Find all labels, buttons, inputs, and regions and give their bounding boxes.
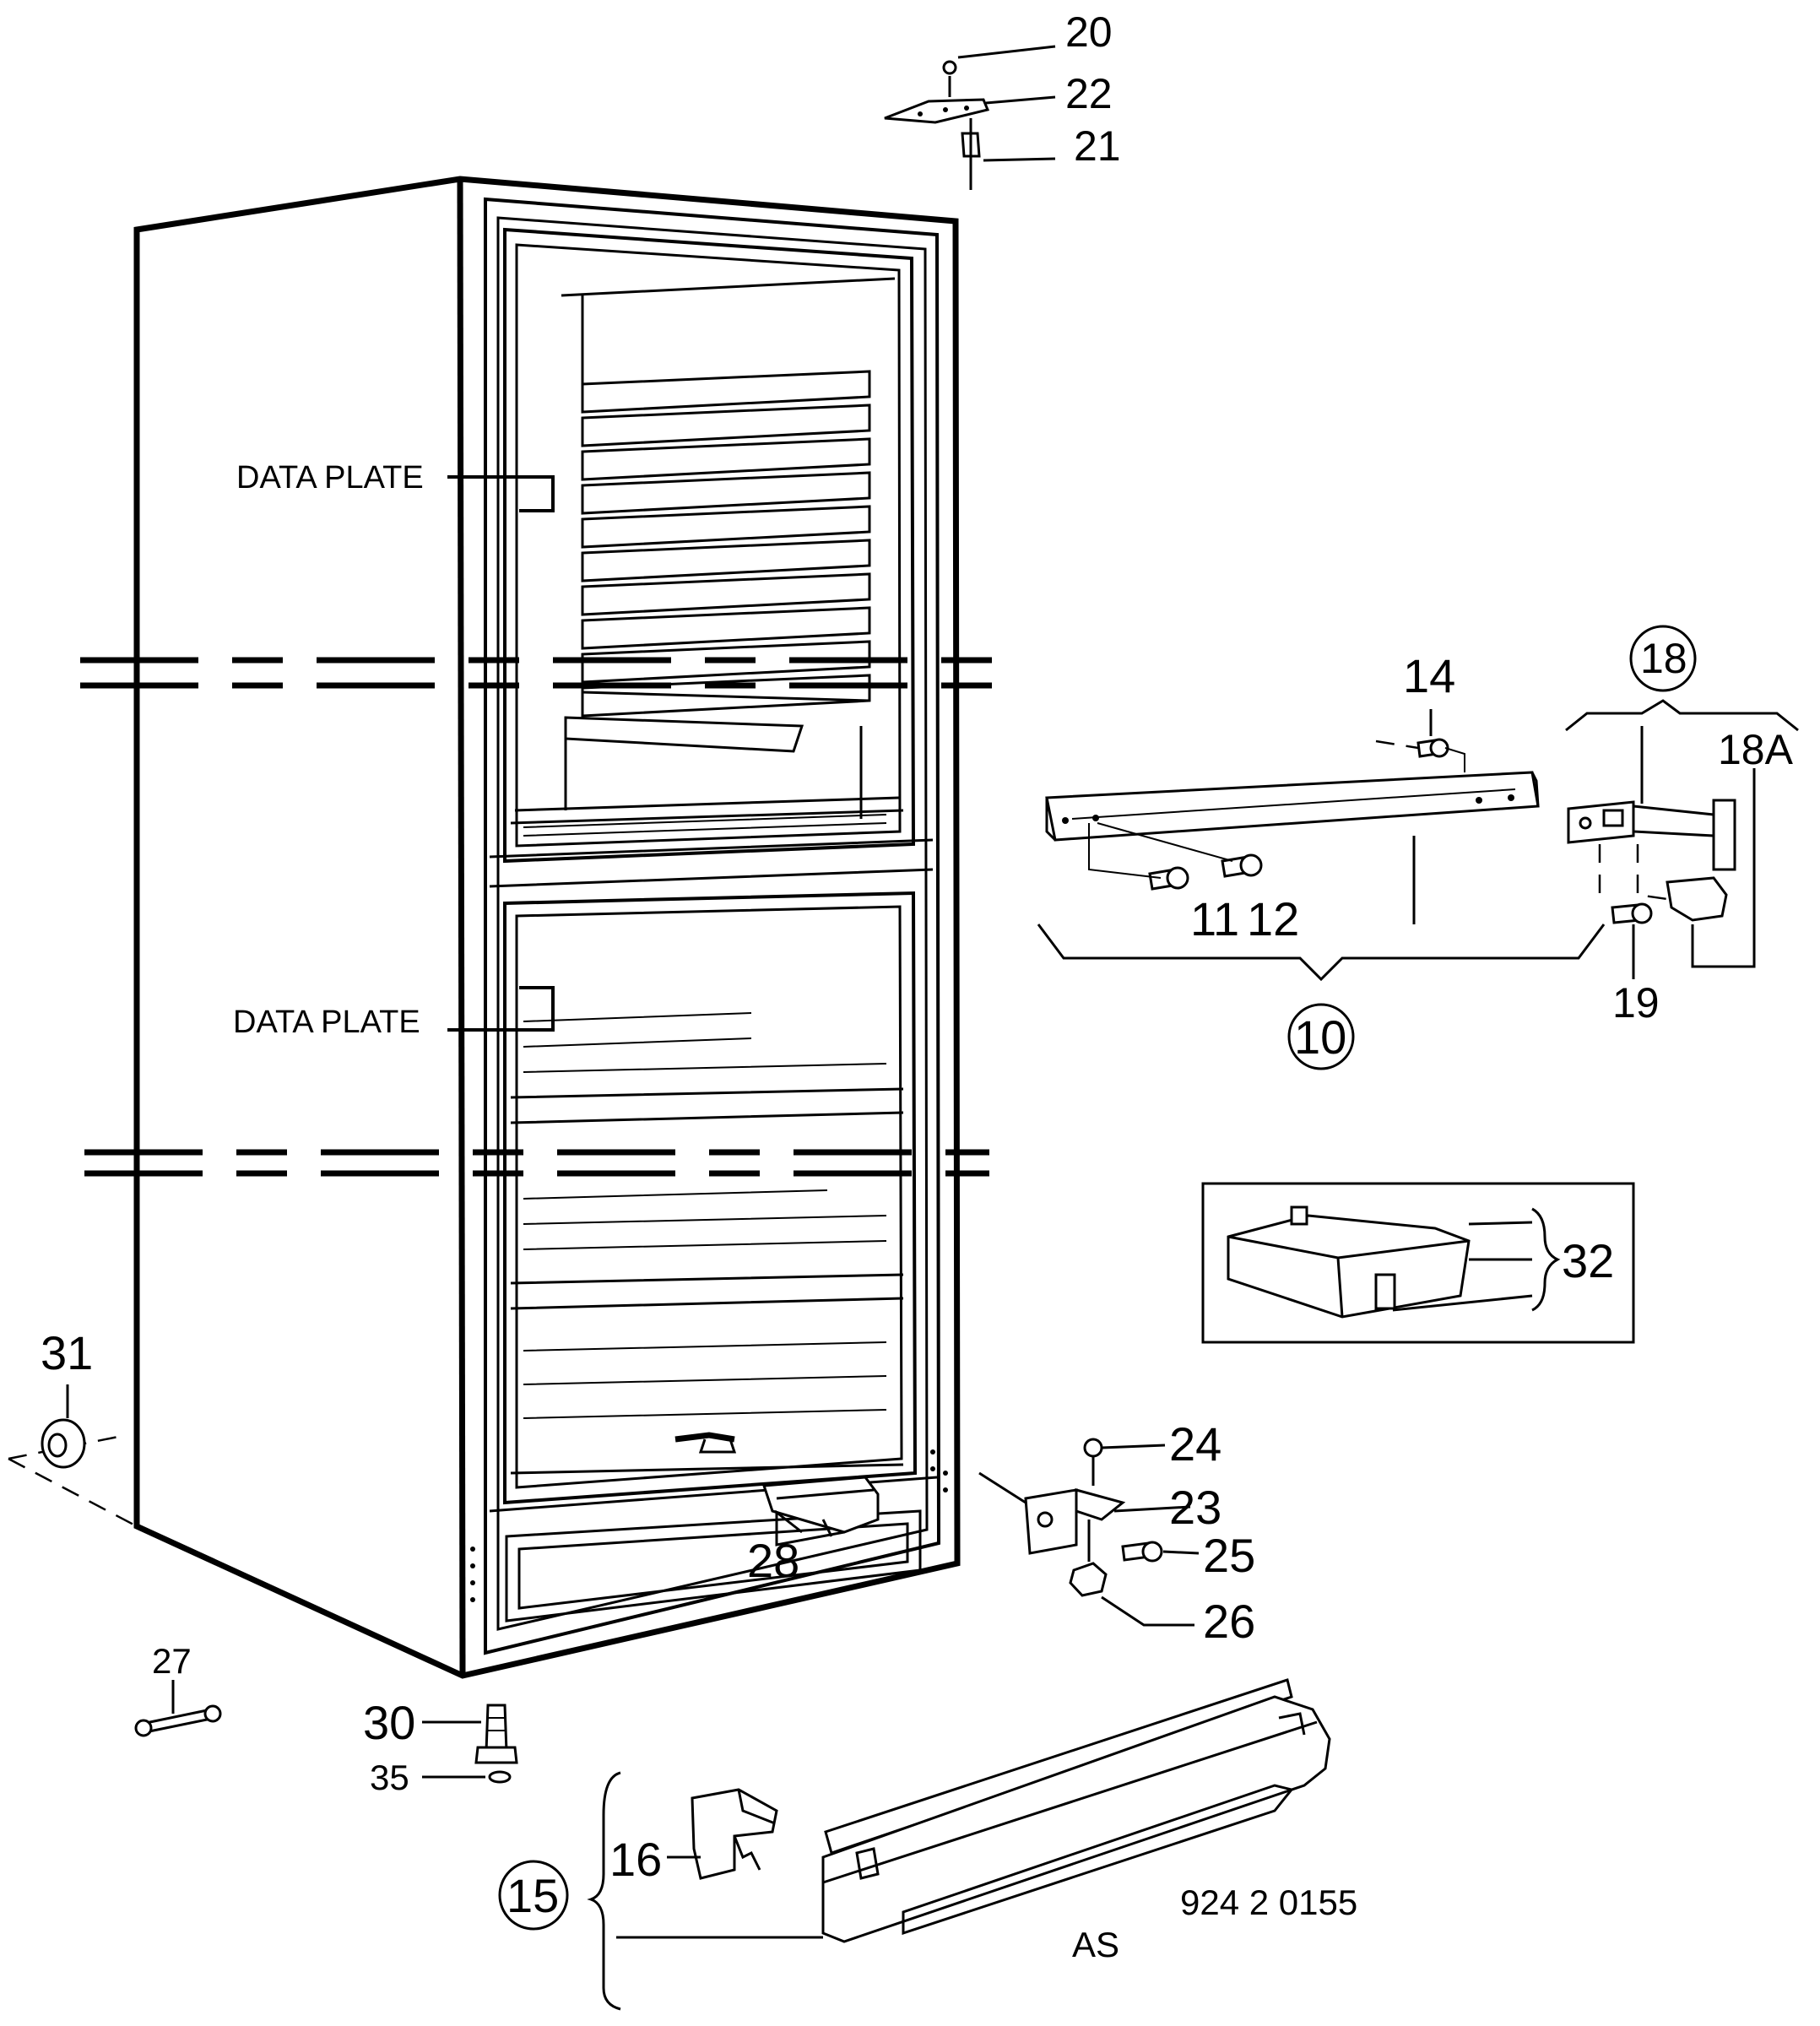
part-label-18: 18 [1640,635,1687,682]
part-label-26: 26 [1203,1595,1255,1648]
circle-15 [498,1860,569,1931]
circle-10 [1287,1003,1355,1070]
drawing-code: 924 2 0155 [1180,1882,1357,1922]
break-line-top [80,657,1000,689]
evaporator-shelves [510,277,904,837]
part-label-16: 16 [609,1833,662,1886]
kick-plate-assembly [587,1678,1331,2011]
door-bar-assembly [1037,709,1606,982]
part-label-22: 22 [1065,70,1113,117]
break-line-bottom [84,1149,989,1177]
data-plate-label-top: DATA PLATE [236,460,424,496]
frame-holes [470,1449,948,1602]
cabinet [8,176,1000,1679]
part-label-32: 32 [1562,1234,1614,1287]
part-label-31: 31 [41,1326,93,1379]
lower-hinge-parts [978,1438,1200,1627]
data-plate-label-bottom: DATA PLATE [233,1005,420,1040]
part-label-15: 15 [506,1869,559,1922]
drawing-suffix-as: AS [1072,1925,1119,1964]
box-part-32 [1201,1182,1635,1344]
part-label-10: 10 [1294,1010,1346,1064]
hinge-assembly [1565,699,1799,979]
freezer-shelves [510,1012,904,1475]
part-label-18a: 18A [1718,726,1794,773]
part-label-25: 25 [1203,1529,1255,1582]
part-label-20: 20 [1065,8,1113,56]
part-label-11: 11 [1190,892,1239,945]
part-label-19: 19 [1612,979,1660,1027]
data-plate-marker-bottom [447,986,555,1032]
part-label-28: 28 [747,1534,799,1587]
part-label-27: 27 [152,1641,192,1681]
part-label-12: 12 [1247,892,1299,945]
part-label-24: 24 [1169,1417,1221,1471]
circle-18 [1629,625,1697,692]
part-label-21: 21 [1074,122,1121,170]
part-label-14: 14 [1403,649,1455,702]
slide-part-28 [674,1432,880,1547]
data-plate-marker-top [447,475,555,512]
part-label-35: 35 [370,1758,409,1797]
top-hinge-parts [884,45,1056,190]
part-label-30: 30 [363,1696,415,1749]
part-label-23: 23 [1169,1481,1221,1534]
small-parts [41,1384,518,1784]
